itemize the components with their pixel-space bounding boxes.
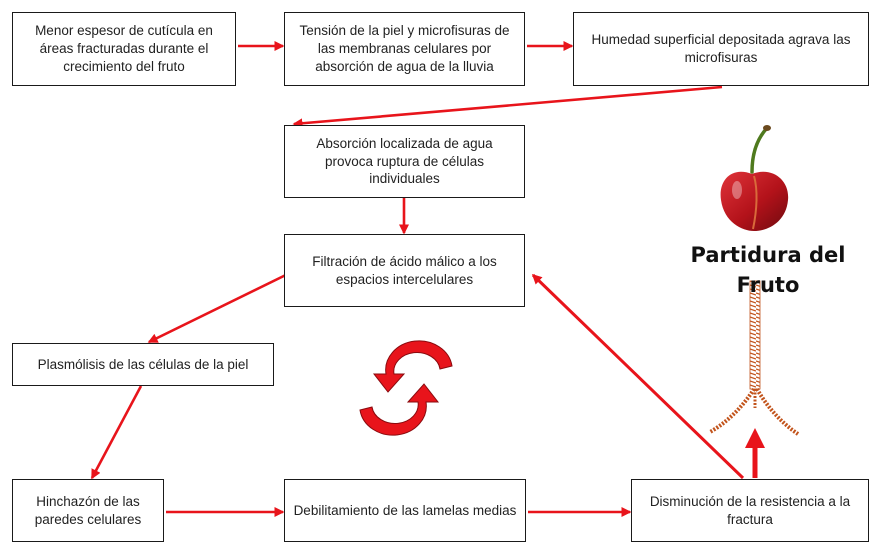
- step-fracture-resistance: Disminución de la resistencia a la fract…: [631, 479, 869, 542]
- cycle-arrows-icon: [359, 340, 453, 436]
- cherry-icon: [720, 125, 789, 231]
- zipper-icon: [709, 280, 800, 436]
- step-middle-lamella-weakening: Debilitamiento de las lamelas medias: [284, 479, 526, 542]
- step-malic-acid-leak: Filtración de ácido málico a los espacio…: [284, 234, 525, 307]
- step-plasmolysis: Plasmólisis de las células de la piel: [12, 343, 274, 386]
- arrow-b5-b6: [147, 268, 297, 344]
- arrow-b6-b7: [90, 385, 143, 480]
- step-localized-absorption: Absorción localizada de agua provoca rup…: [284, 125, 525, 198]
- step-skin-tension: Tensión de la piel y microfisuras de las…: [284, 12, 525, 86]
- arrow-b3-b4: [292, 85, 723, 129]
- step-thin-cuticle: Menor espesor de cutícula en áreas fract…: [12, 12, 236, 86]
- step-wall-swelling: Hinchazón de las paredes celulares: [12, 479, 164, 542]
- step-surface-humidity: Humedad superficial depositada agrava la…: [573, 12, 869, 86]
- arrow-b9-b5: [531, 273, 745, 480]
- fruit-cracking-title: Partidura del Fruto: [690, 243, 846, 297]
